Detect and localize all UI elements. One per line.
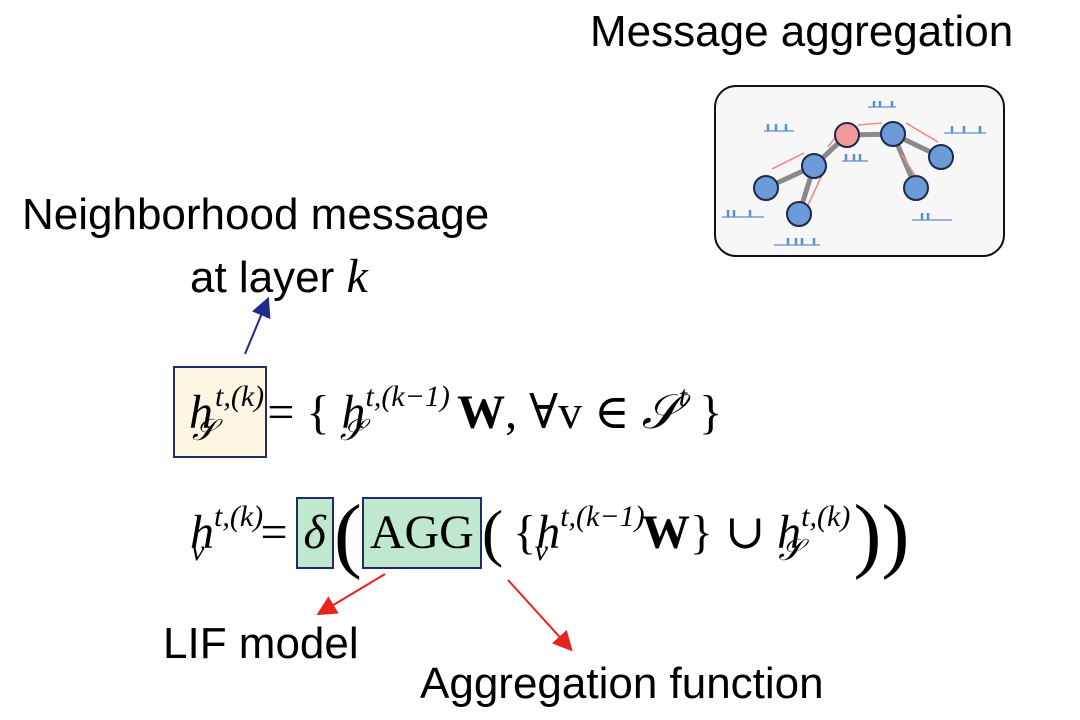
eq2-inner-sub: v bbox=[534, 534, 548, 567]
eq2-inner-h: h bbox=[536, 506, 561, 559]
layer-variable: k bbox=[346, 250, 368, 303]
neighborhood-label-line1: Neighborhood message bbox=[22, 190, 490, 239]
lif-model-label: LIF model bbox=[163, 619, 359, 668]
eq1-rhs-sub: 𝒮 bbox=[339, 413, 364, 448]
eq1-rhs-sup: t,(k−1) bbox=[365, 380, 450, 413]
panel-title: Message aggregation bbox=[590, 7, 1014, 56]
neighborhood-label-prefix: at layer bbox=[190, 253, 347, 302]
eq1-set: 𝒮 bbox=[641, 384, 679, 440]
graph-nodes bbox=[753, 121, 954, 227]
eq1-lhs-h: h bbox=[189, 386, 213, 439]
spike-trains bbox=[722, 101, 986, 246]
eq2-s-h: h bbox=[777, 506, 802, 559]
eq1-equals-open: = { bbox=[267, 386, 342, 439]
agg-box: AGG bbox=[361, 497, 482, 569]
neighborhood-arrow bbox=[244, 296, 271, 355]
eq1-rhs-h: h bbox=[341, 386, 366, 439]
eq2-open-mid: ( bbox=[481, 497, 504, 568]
eq2-s-sup: t,(k) bbox=[801, 500, 851, 533]
eq1-set-sup: t bbox=[678, 380, 688, 413]
eq2-brace-open: { bbox=[513, 506, 537, 559]
graph-illustration-panel bbox=[714, 85, 1005, 257]
graph-diagram bbox=[722, 101, 986, 246]
eq2-open-big: ( bbox=[333, 488, 362, 581]
agg-arrow bbox=[507, 579, 573, 652]
eq2-brace-close: } bbox=[689, 506, 713, 559]
eq2-inner-sup: t,(k−1) bbox=[560, 500, 645, 533]
eq2-close: )) bbox=[853, 488, 910, 581]
eq2-lhs-sub: v bbox=[191, 534, 205, 567]
eq1-close: } bbox=[687, 386, 723, 439]
neighborhood-label-line2: at layer k bbox=[190, 253, 368, 301]
eq1-lhs-sub: 𝒮 bbox=[192, 413, 216, 448]
eq2-lhs-sup: t,(k) bbox=[214, 500, 264, 533]
lif-delta-box: δ bbox=[295, 497, 334, 569]
eq2-s-sub: 𝒮 bbox=[778, 533, 802, 568]
neighborhood-message-box: ht,(k)𝒮 bbox=[173, 366, 268, 458]
eq2-lhs-h: h bbox=[190, 506, 214, 559]
eq1-weight: W bbox=[457, 386, 506, 439]
aggregation-function-label: Aggregation function bbox=[420, 659, 824, 708]
eq2-weight: W bbox=[641, 506, 690, 559]
eq1-rest: , ∀v ∈ bbox=[505, 386, 642, 439]
eq2-equals: = bbox=[260, 506, 288, 559]
eq2-union: ∪ bbox=[712, 506, 778, 559]
eq1-lhs-sup: t,(k) bbox=[215, 380, 265, 413]
